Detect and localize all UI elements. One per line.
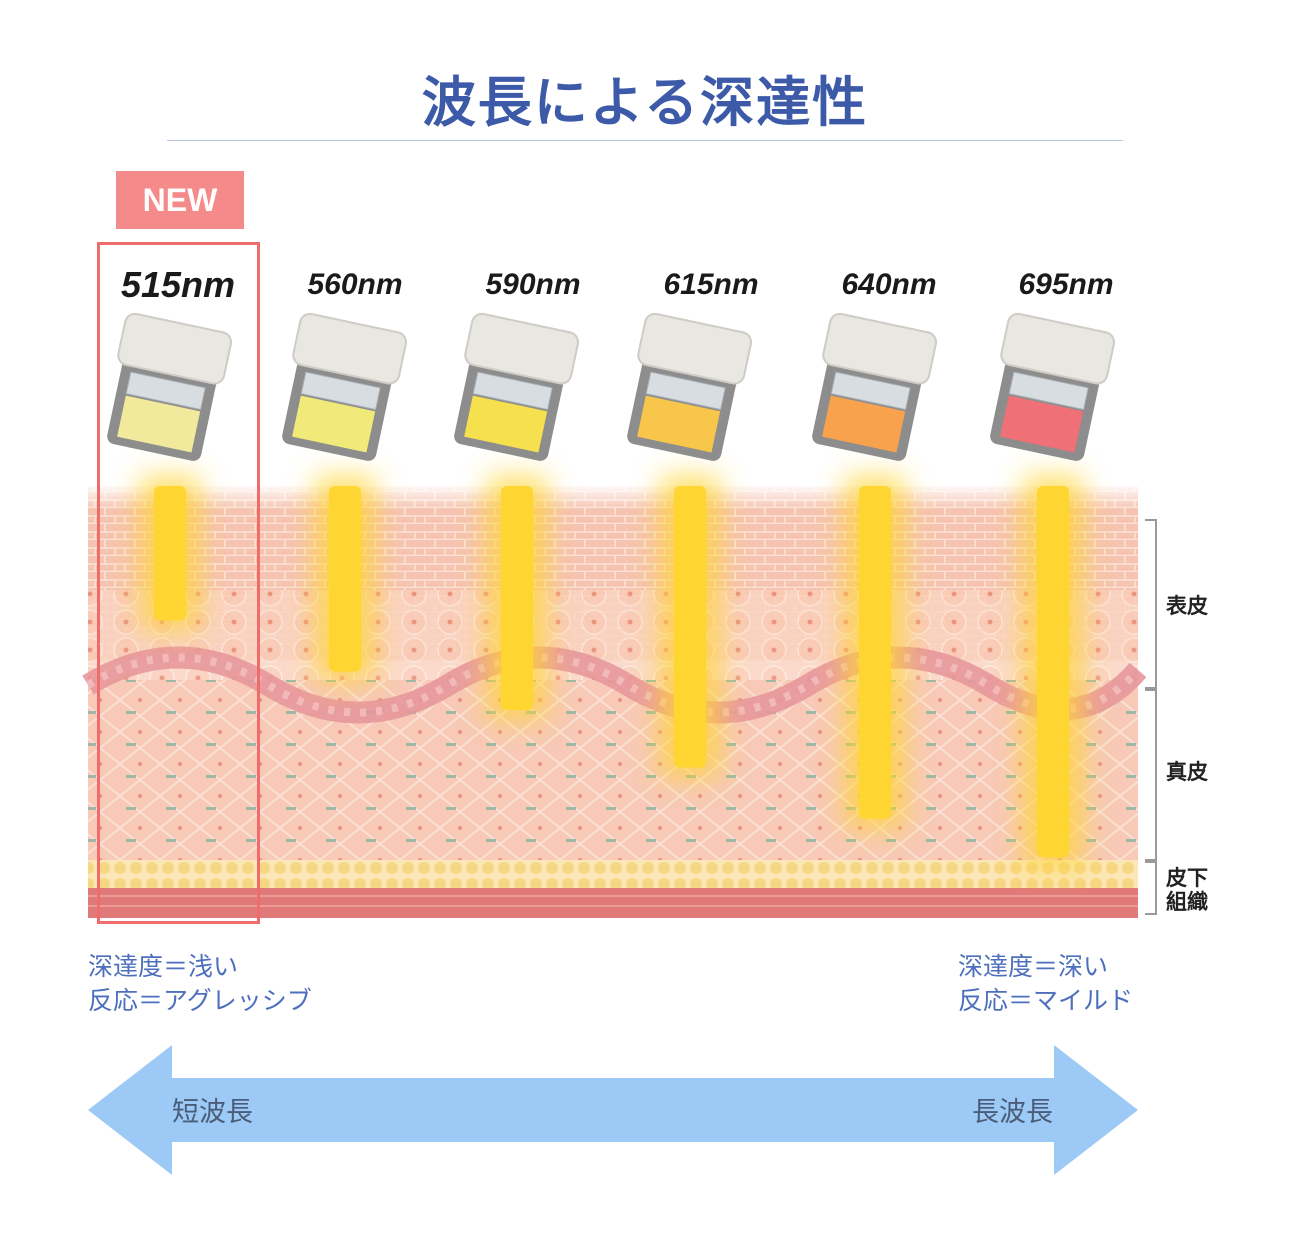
short-wavelength-caption: 深達度＝浅い 反応＝アグレッシブ [88, 950, 312, 1018]
light-beam-590nm [501, 486, 533, 710]
layer-label-dermis: 真皮 [1166, 760, 1208, 784]
applicator-head-615nm [627, 312, 753, 461]
applicator-head-560nm [282, 312, 408, 461]
filter-window [464, 395, 548, 453]
light-beam-695nm [1037, 486, 1069, 858]
filter-window [117, 395, 201, 453]
wavelength-label-590: 590nm [485, 268, 581, 301]
new-wavelength-highlight [97, 242, 260, 924]
light-beam-560nm [329, 486, 361, 672]
wavelength-label-695: 695nm [1018, 268, 1114, 301]
short-caption-depth: 深達度＝浅い [88, 952, 239, 981]
subcutaneous-fat-layer [88, 860, 1138, 888]
wavelength-label-560: 560nm [307, 268, 403, 301]
arrow-label-long: 長波長 [972, 1097, 1053, 1128]
filter-window [637, 395, 721, 453]
page-title: 波長による深達性 [421, 71, 869, 134]
dermis-bracket [1145, 689, 1157, 861]
applicator-head-590nm [454, 312, 580, 461]
new-badge: NEW [116, 171, 244, 229]
light-beams [140, 476, 1083, 868]
filter-window [292, 395, 376, 453]
title-divider [167, 140, 1123, 141]
applicator-head-695nm [990, 312, 1116, 461]
light-beam-515nm [154, 486, 186, 621]
layer-label-subcutaneous: 皮下 組織 [1166, 866, 1208, 914]
dermis-layer [88, 680, 1138, 860]
wavelength-label-515: 515nm [120, 264, 236, 305]
applicator-head-640nm [812, 312, 938, 461]
applicator-head-515nm [107, 312, 233, 461]
wavelength-label-640: 640nm [841, 268, 937, 301]
filter-window [822, 395, 906, 453]
subcutaneous-tissue-layer [88, 888, 1138, 918]
long-caption-depth: 深達度＝深い [958, 952, 1109, 981]
arrow-label-short: 短波長 [172, 1097, 253, 1128]
epidermis-bracket [1145, 519, 1157, 689]
long-caption-reaction: 反応＝マイルド [958, 986, 1134, 1015]
wavelength-double-arrow [88, 1045, 1138, 1175]
wavelength-label-615: 615nm [663, 268, 759, 301]
subcutaneous-bracket [1145, 861, 1157, 915]
applicator-heads [107, 312, 1116, 461]
long-wavelength-caption: 深達度＝深い 反応＝マイルド [958, 950, 1133, 1018]
light-beam-615nm [674, 486, 706, 768]
filter-window [1000, 395, 1084, 453]
skin-cross-section-diagram [82, 312, 1157, 918]
layer-label-subcutaneous-line1: 皮下 [1166, 866, 1208, 890]
short-caption-reaction: 反応＝アグレッシブ [88, 986, 312, 1015]
light-beam-640nm [859, 486, 891, 819]
layer-label-subcutaneous-line2: 組織 [1166, 890, 1208, 914]
layer-label-epidermis: 表皮 [1166, 594, 1208, 618]
